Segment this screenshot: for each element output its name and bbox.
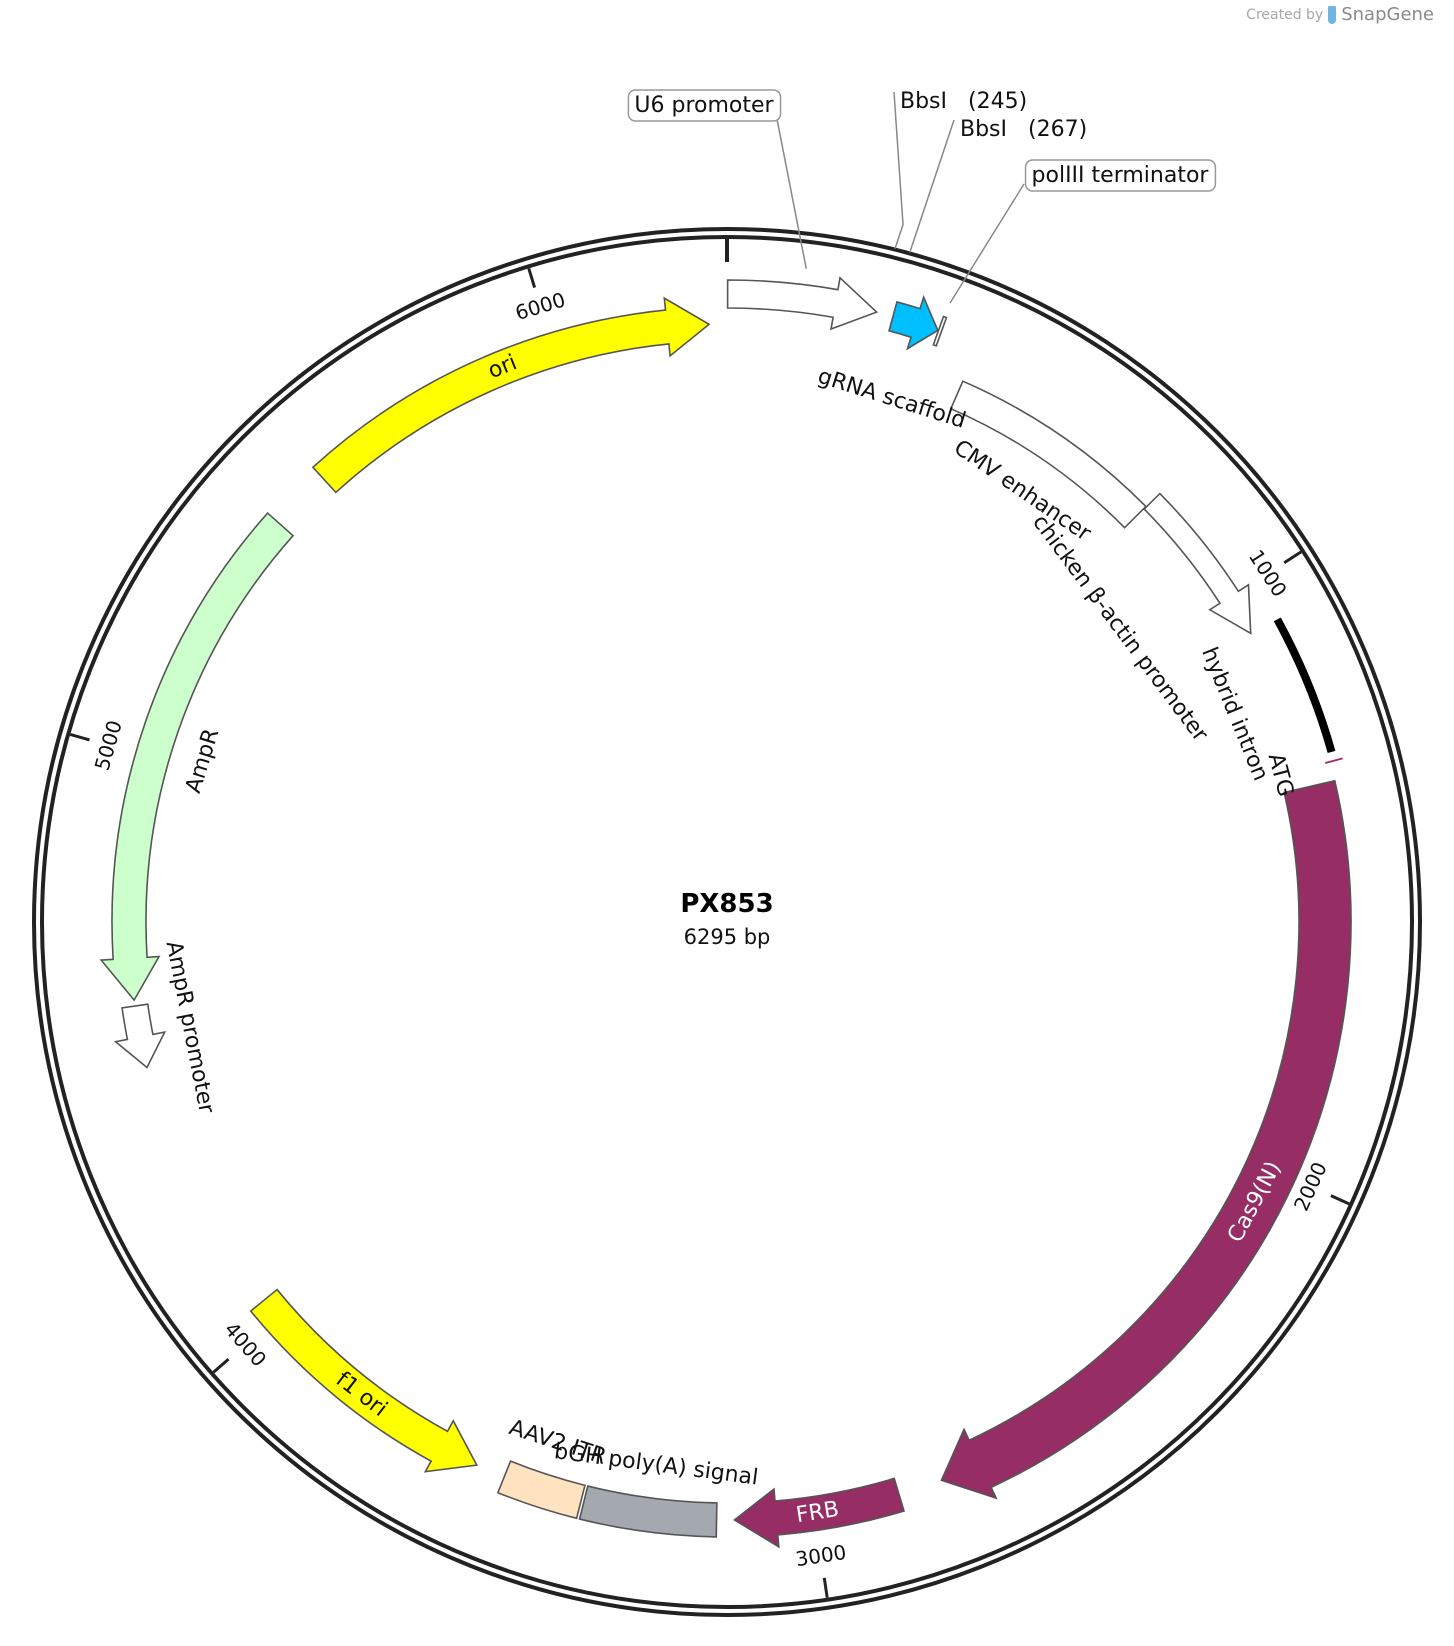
site-line — [909, 119, 955, 253]
feature-poliii[interactable] — [932, 315, 948, 347]
feature-bgh[interactable] — [578, 1485, 718, 1538]
tick-label: 6000 — [512, 287, 568, 325]
feature-itr[interactable] — [496, 1460, 586, 1520]
label-amprp: AmpR promoter — [161, 939, 219, 1116]
tick-mark — [212, 1357, 230, 1374]
feature-cmv[interactable] — [949, 380, 1148, 529]
label-poliii: polIII terminator — [1032, 163, 1210, 188]
credit-brand: SnapGene — [1341, 4, 1434, 25]
feature-f1ori[interactable] — [249, 1288, 479, 1473]
site-position-bbsi2: (267) — [1028, 117, 1087, 142]
callout-line — [949, 183, 1025, 304]
backbone-outer-strand — [32, 227, 1422, 1617]
callout-box — [1024, 159, 1217, 192]
snapgene-logo-icon — [1328, 5, 1337, 24]
feature-amprp[interactable] — [113, 1003, 167, 1069]
label-grna: gRNA scaffold — [815, 364, 969, 434]
tick-mark — [1283, 550, 1302, 564]
label-atg: ATG — [1263, 751, 1298, 800]
label-intron: hybrid intron — [1196, 644, 1273, 785]
plasmid-length: 6295 bp — [684, 925, 771, 949]
backbone-inner-strand — [40, 235, 1414, 1609]
feature-u6[interactable] — [726, 276, 879, 331]
feature-cas9n[interactable] — [940, 779, 1352, 1500]
tick-label: 3000 — [794, 1540, 848, 1571]
site-line — [893, 91, 904, 249]
plasmid-name: PX853 — [680, 889, 773, 919]
label-u6: U6 promoter — [634, 93, 774, 118]
feature-grna[interactable] — [888, 294, 939, 351]
backbone-ring — [32, 227, 1422, 1617]
feature-frb[interactable] — [733, 1477, 906, 1549]
tick-mark — [527, 267, 537, 288]
callout-box — [627, 89, 782, 122]
tick-mark — [69, 732, 90, 742]
snapgene-credit: Created by SnapGene — [1246, 4, 1434, 25]
tick-mark — [1330, 1194, 1350, 1206]
site-name-bbsi2: BbsI — [960, 117, 1007, 142]
label-ampr: AmpR — [181, 726, 224, 796]
credit-prefix: Created by — [1246, 6, 1324, 23]
tick-mark — [822, 1577, 829, 1598]
center-title: PX853 6295 bp — [680, 889, 773, 949]
site-position-bbsi1: (245) — [968, 89, 1027, 114]
tick-label: 1000 — [1244, 545, 1292, 601]
feature-ori[interactable] — [311, 296, 711, 494]
tick-label: 5000 — [90, 718, 127, 774]
callout-line — [775, 113, 808, 269]
feature-ampr[interactable] — [99, 511, 295, 1002]
feature-atg[interactable] — [1324, 757, 1343, 764]
feature-intron[interactable] — [1273, 617, 1336, 754]
feature-cba[interactable] — [1143, 492, 1252, 635]
site-name-bbsi1: BbsI — [900, 89, 947, 114]
feature-arcs — [99, 276, 1352, 1549]
